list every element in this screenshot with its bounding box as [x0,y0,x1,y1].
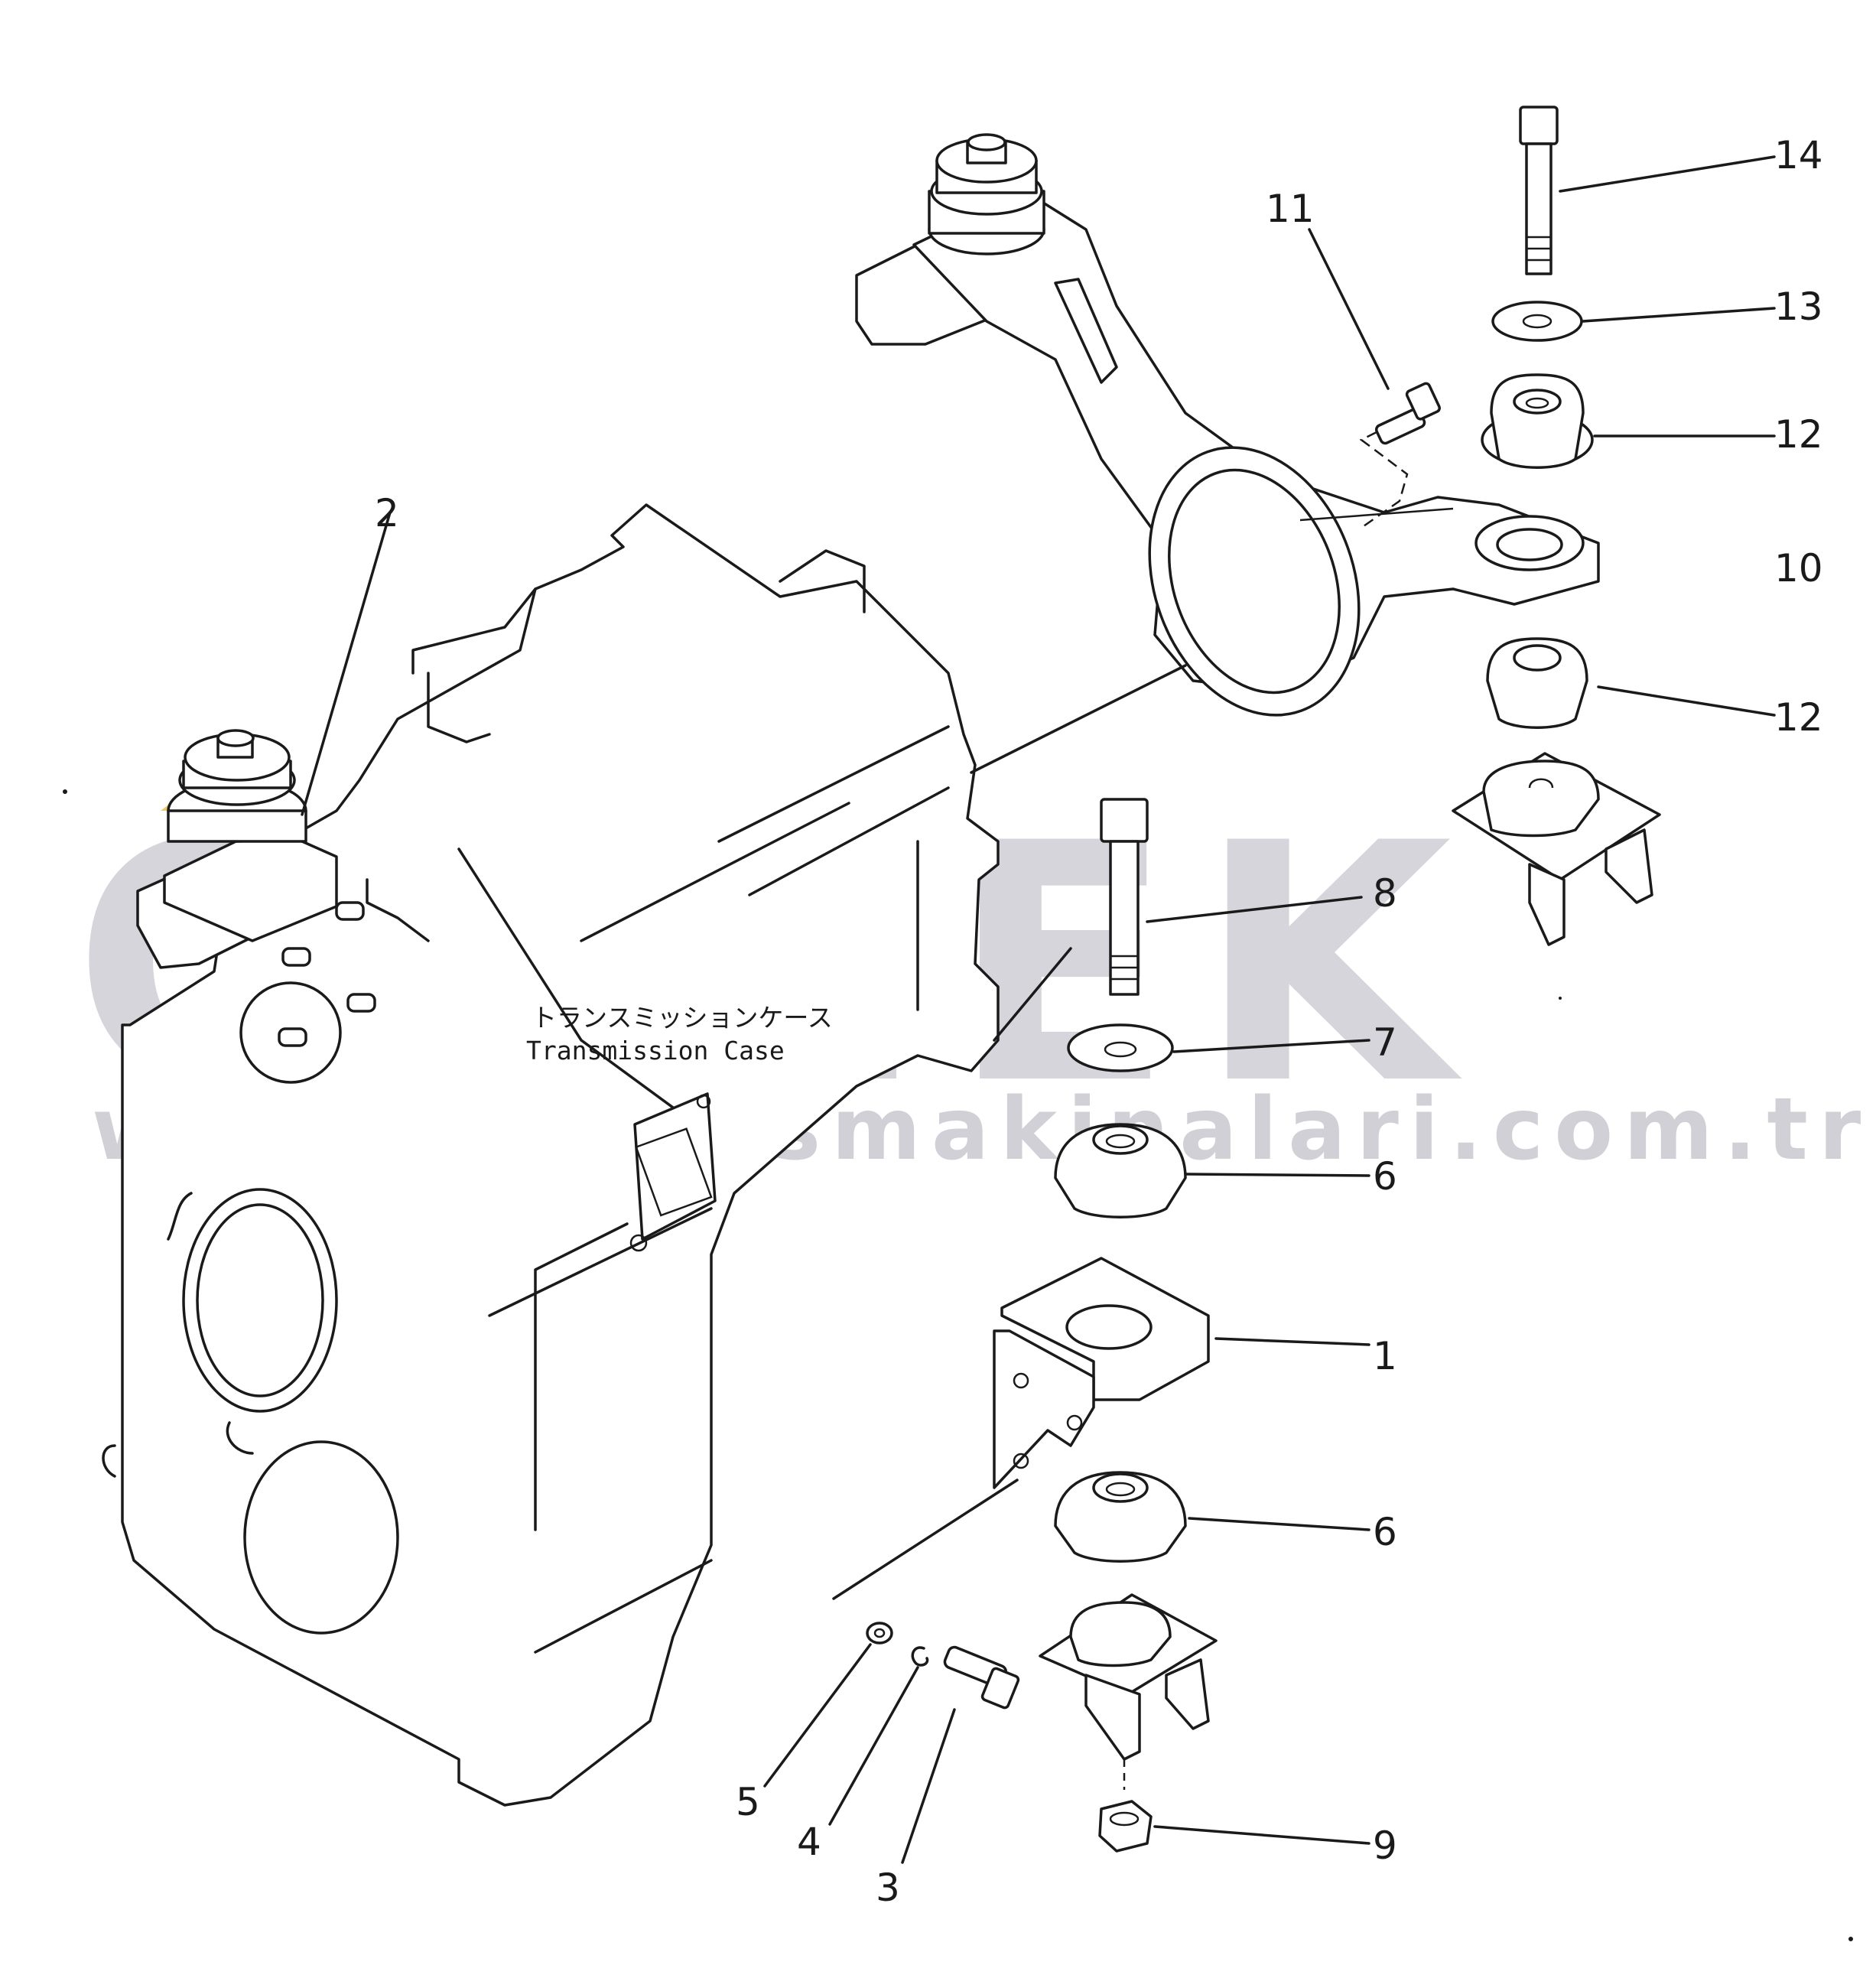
frame-bracket-lower [1039,1593,1218,1790]
callout-13: 13 [1774,285,1823,329]
transmission-case [102,503,1072,1807]
part-7-washer [1067,1023,1370,1072]
callout-2: 2 [375,491,399,535]
frame-bracket-right [1452,752,1661,946]
callout-14: 14 [1774,133,1823,177]
callout-labels: 1 2 3 4 5 6 6 7 8 9 10 11 12 12 13 14 [375,133,1823,1910]
callout-6-upper: 6 [1373,1154,1397,1199]
callout-9: 9 [1373,1823,1397,1868]
part-12-lower-cushion [1486,637,1776,729]
callout-7: 7 [1373,1020,1397,1065]
part-9-nut [1098,1800,1370,1853]
part-2-mount-assembly [136,511,392,969]
part-11-grease-fitting [1308,228,1441,529]
callout-3: 3 [876,1866,900,1910]
callout-1: 1 [1373,1334,1397,1378]
case-label-english: Transmission Case [526,1036,785,1065]
part-8-bolt [1100,798,1363,996]
part-3-bolt [901,1645,1020,1864]
part-1-mount-bracket [832,1257,1370,1600]
callout-11: 11 [1266,187,1315,231]
part-6-lower-cushion [1054,1471,1370,1563]
callout-12-lower: 12 [1774,695,1823,740]
callout-8: 8 [1373,871,1397,916]
part-12-upper-cushion [1481,373,1776,469]
part-6-upper-cushion [1054,1123,1370,1218]
case-studs [278,901,376,1047]
part-13-washer [1491,301,1776,342]
callout-5: 5 [736,1780,760,1824]
callout-12-upper: 12 [1774,412,1823,457]
part-4-spring-washer [828,1646,929,1826]
case-label-japanese: トランスミッションケース [532,1003,833,1033]
transmission-case-label: トランスミッションケース Transmission Case [526,1003,833,1065]
callout-10: 10 [1774,546,1823,590]
part-5-washer [763,1622,893,1788]
scan-specks [63,789,1853,1941]
callout-4: 4 [797,1820,821,1864]
part-14-bolt [1519,106,1776,275]
callout-6-lower: 6 [1373,1510,1397,1554]
part-10-support-bracket [855,133,1600,774]
